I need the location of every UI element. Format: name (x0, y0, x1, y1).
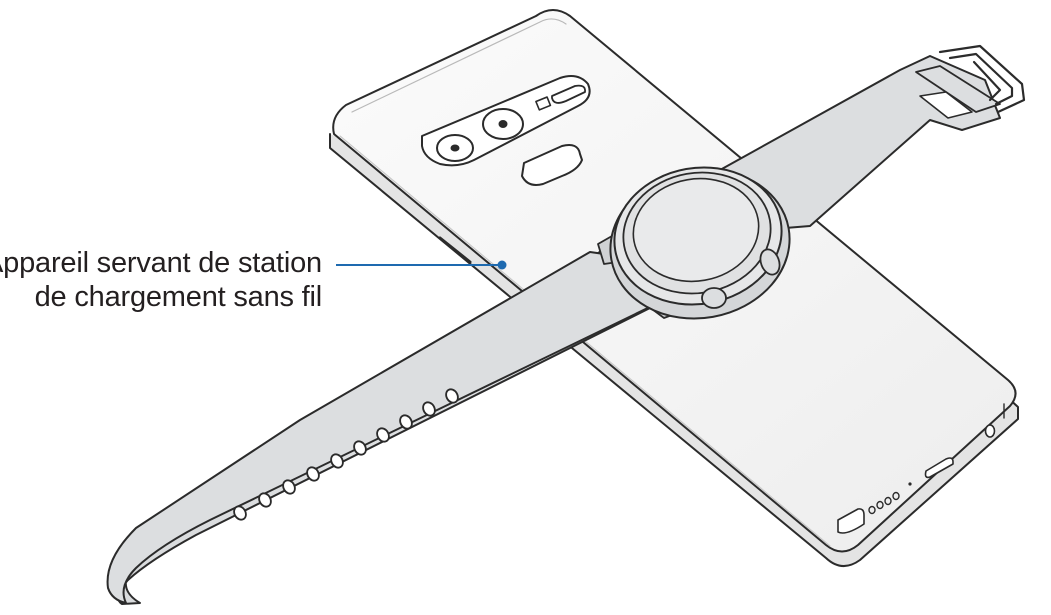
watch-face (632, 177, 760, 283)
strap-slot (919, 91, 973, 119)
camera-module (421, 75, 591, 167)
callout-leader (336, 260, 507, 270)
camera-lens-right (482, 108, 524, 140)
camera-sensor (535, 96, 552, 111)
usb-port (924, 457, 954, 479)
watch-strap-upper (719, 44, 1026, 231)
camera-flash (551, 84, 586, 104)
speaker-grille (868, 491, 900, 515)
callout-label-line1: Appareil servant de station (0, 247, 322, 279)
callout-label: Appareil servant de station de chargemen… (0, 246, 322, 314)
watch-strap-lower (106, 249, 657, 605)
strap-buckle (938, 44, 1026, 114)
strap-holes (233, 388, 459, 521)
callout-label-line2: de chargement sans fil (34, 281, 323, 313)
fingerprint-sensor (521, 144, 583, 186)
strap-keeper (915, 65, 1001, 113)
s-pen-slot (837, 508, 865, 534)
watch-button-bottom (701, 287, 727, 309)
side-button (438, 236, 472, 264)
phone-bottom-ports (837, 403, 1005, 534)
camera-lens-left (436, 134, 474, 162)
headphone-jack (984, 424, 996, 438)
watch-button-top (759, 248, 781, 276)
watch (597, 166, 791, 320)
